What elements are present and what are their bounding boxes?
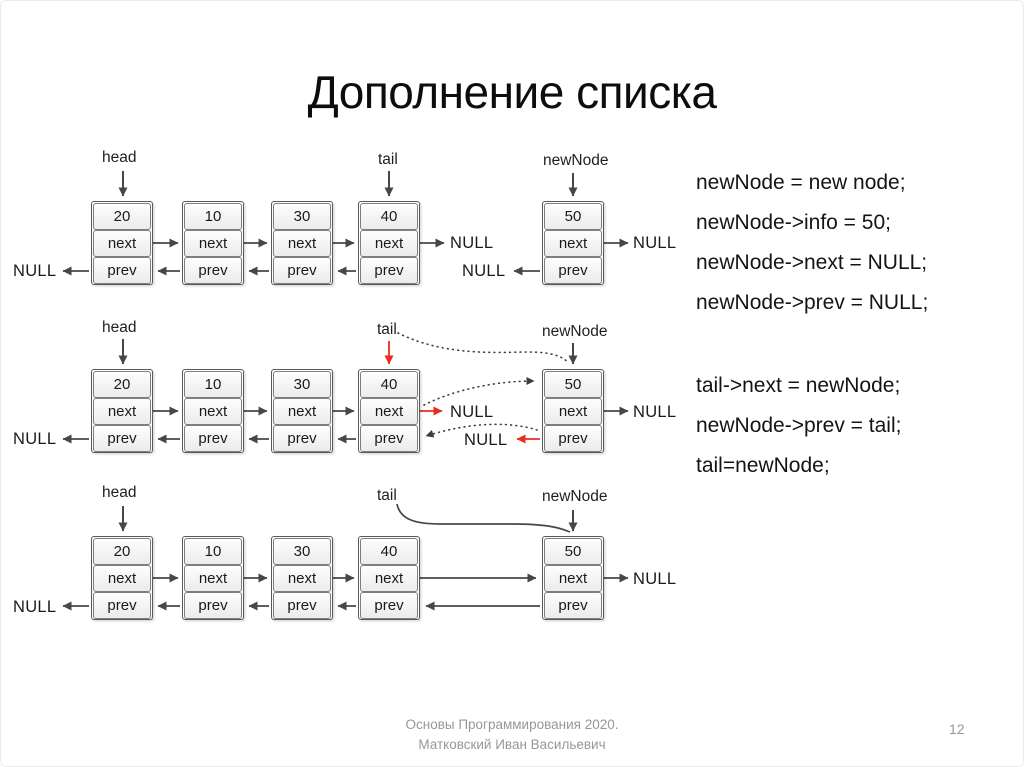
code-line: tail=newNode;	[696, 454, 830, 477]
node-next-field: next	[273, 565, 331, 592]
node-prev-field: prev	[360, 592, 418, 619]
node-value: 10	[184, 203, 242, 230]
node-next-field: next	[93, 565, 151, 592]
row1-head-label: head	[102, 149, 137, 166]
node-next-field: next	[93, 230, 151, 257]
node-value: 40	[360, 371, 418, 398]
node-next-field: next	[184, 398, 242, 425]
row1-tail-label: tail	[378, 151, 398, 168]
node-prev-field: prev	[544, 257, 602, 284]
footer-course: Основы Программирования 2020.	[405, 717, 619, 732]
row3-newnode-label: newNode	[542, 488, 608, 505]
node-prev-field: prev	[93, 592, 151, 619]
row2-dotted-next40-to-50	[423, 377, 535, 406]
node-next-field: next	[184, 230, 242, 257]
row2-tail-label: tail	[377, 321, 397, 338]
node-value: 40	[360, 203, 418, 230]
row1-node-10: 10 next prev	[182, 201, 244, 285]
code-line: newNode->prev = tail;	[696, 414, 902, 437]
row2-node-50: 50 next prev	[542, 369, 604, 453]
slide-title: Дополнение списка	[307, 66, 717, 118]
node-value: 30	[273, 203, 331, 230]
node-prev-field: prev	[273, 425, 331, 452]
footer: Основы Программирования 2020. Матковский…	[1, 715, 1023, 755]
page-number: 12	[949, 721, 965, 737]
node-prev-field: prev	[184, 257, 242, 284]
code-block-create: newNode = new node; newNode->info = 50; …	[696, 166, 928, 326]
node-next-field: next	[93, 398, 151, 425]
row1-newnode-label: newNode	[543, 152, 609, 169]
row2-null-next-50: NULL	[633, 403, 677, 421]
row1-null-next-50: NULL	[633, 234, 677, 252]
node-value: 50	[544, 538, 602, 565]
node-prev-field: prev	[273, 257, 331, 284]
row2-node-10: 10 next prev	[182, 369, 244, 453]
node-value: 10	[184, 371, 242, 398]
row1-null-prev-50: NULL	[462, 262, 506, 280]
row3-tail-curve-to-50	[396, 503, 571, 533]
row1-null-next-40: NULL	[450, 234, 494, 252]
node-next-field: next	[360, 565, 418, 592]
row2-node-30: 30 next prev	[271, 369, 333, 453]
node-prev-field: prev	[184, 592, 242, 619]
row3-null-prev-head: NULL	[13, 598, 57, 616]
code-line: newNode->info = 50;	[696, 211, 891, 234]
node-prev-field: prev	[360, 425, 418, 452]
row3-node-50: 50 next prev	[542, 536, 604, 620]
node-value: 10	[184, 538, 242, 565]
row2-head-label: head	[102, 319, 137, 336]
node-next-field: next	[273, 230, 331, 257]
node-value: 40	[360, 538, 418, 565]
row3-node-30: 30 next prev	[271, 536, 333, 620]
node-value: 20	[93, 371, 151, 398]
row1-node-30: 30 next prev	[271, 201, 333, 285]
code-line: tail->next = newNode;	[696, 374, 901, 397]
node-next-field: next	[360, 398, 418, 425]
row1-node-20: 20 next prev	[91, 201, 153, 285]
node-prev-field: prev	[360, 257, 418, 284]
node-prev-field: prev	[544, 592, 602, 619]
code-line: newNode = new node;	[696, 171, 906, 194]
footer-author: Матковский Иван Васильевич	[418, 737, 606, 752]
node-value: 20	[93, 203, 151, 230]
node-prev-field: prev	[273, 592, 331, 619]
node-next-field: next	[360, 230, 418, 257]
row2-null-prev-50: NULL	[464, 431, 508, 449]
row2-newnode-label: newNode	[542, 323, 608, 340]
row3-tail-label: tail	[377, 487, 397, 504]
code-line: newNode->prev = NULL;	[696, 291, 929, 314]
node-next-field: next	[544, 398, 602, 425]
node-value: 20	[93, 538, 151, 565]
row2-null-prev-head: NULL	[13, 430, 57, 448]
row2-node-40: 40 next prev	[358, 369, 420, 453]
node-next-field: next	[273, 398, 331, 425]
row1-node-40: 40 next prev	[358, 201, 420, 285]
row3-head-label: head	[102, 484, 137, 501]
node-prev-field: prev	[184, 425, 242, 452]
node-value: 50	[544, 371, 602, 398]
node-next-field: next	[544, 565, 602, 592]
node-value: 30	[273, 538, 331, 565]
node-value: 30	[273, 371, 331, 398]
node-prev-field: prev	[544, 425, 602, 452]
row2-node-20: 20 next prev	[91, 369, 153, 453]
row1-node-50: 50 next prev	[542, 201, 604, 285]
row3-null-next-50: NULL	[633, 570, 677, 588]
row2-null-next-40: NULL	[450, 403, 494, 421]
code-block-link: tail->next = newNode; newNode->prev = ta…	[696, 369, 901, 489]
node-value: 50	[544, 203, 602, 230]
node-prev-field: prev	[93, 425, 151, 452]
row3-node-40: 40 next prev	[358, 536, 420, 620]
row1-null-prev-head: NULL	[13, 262, 57, 280]
node-next-field: next	[184, 565, 242, 592]
node-next-field: next	[544, 230, 602, 257]
row3-node-10: 10 next prev	[182, 536, 244, 620]
row3-node-20: 20 next prev	[91, 536, 153, 620]
code-line: newNode->next = NULL;	[696, 251, 928, 274]
node-prev-field: prev	[93, 257, 151, 284]
